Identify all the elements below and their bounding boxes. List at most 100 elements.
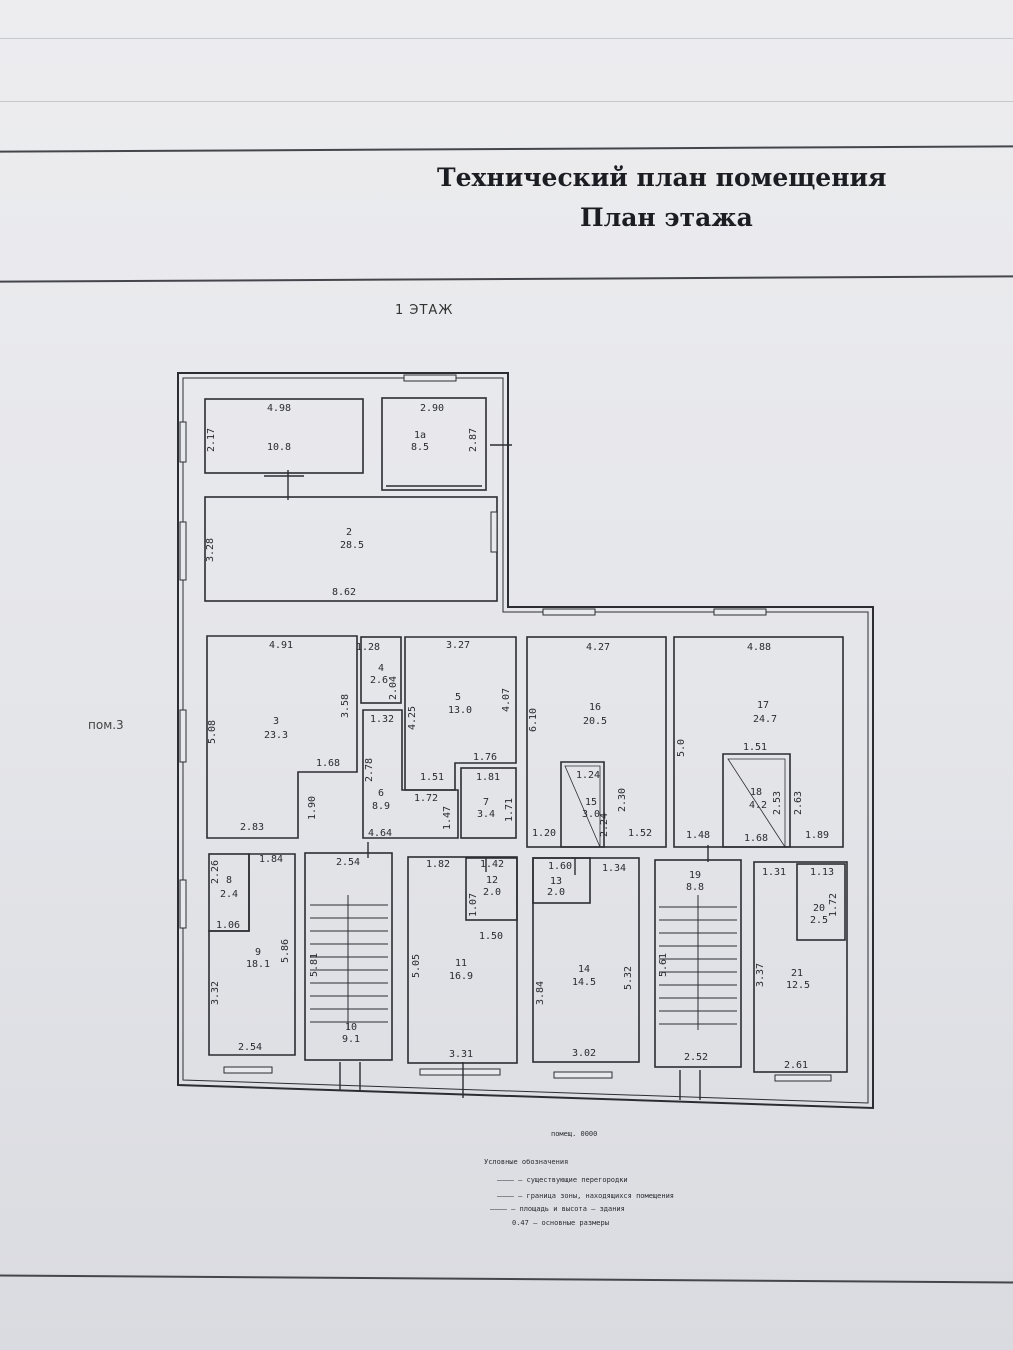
dim-label: 3.58	[340, 694, 351, 718]
dim-label: 2.54	[336, 857, 360, 868]
dim-label: 1.51	[743, 742, 767, 753]
room-number: 15	[585, 797, 597, 808]
room-number: 17	[757, 700, 769, 711]
side-label: пом.3	[88, 718, 124, 732]
room-area: 3.0	[582, 809, 600, 820]
legend-item: 0.47 — основные размеры	[512, 1219, 609, 1227]
room-area: 13.0	[448, 705, 472, 716]
dim-label: 2.90	[420, 403, 444, 414]
dim-label: 1.47	[442, 806, 453, 830]
dim-label: 1.52	[628, 828, 652, 839]
room-area: 8.8	[686, 882, 704, 893]
room-6-outline	[362, 709, 459, 839]
room-18-outline	[722, 753, 791, 848]
room-stair-1-outline	[304, 852, 393, 1061]
dim-label: 2.83	[240, 822, 264, 833]
legend-heading: Условные обозначения	[484, 1158, 568, 1166]
dim-label: 5.0	[676, 739, 687, 757]
dim-label: 3.27	[446, 640, 470, 651]
dim-label: 1.81	[476, 772, 500, 783]
dim-label: 2.04	[388, 676, 399, 700]
legend-item: ———— — граница зоны, находящихся помещен…	[497, 1192, 674, 1200]
dim-label: 4.98	[267, 403, 291, 414]
dim-label: 3.37	[755, 963, 766, 987]
stairs-2	[659, 895, 737, 1030]
room-area: 4.2	[749, 800, 767, 811]
legend-item: ———— — площадь и высота — здания	[490, 1205, 625, 1213]
dim-label: 2.61	[784, 1060, 808, 1071]
dim-label: 2.54	[238, 1042, 262, 1053]
dim-label: 1.71	[504, 798, 515, 822]
room-number: 14	[578, 964, 590, 975]
ghost-rule	[0, 38, 1013, 39]
dim-label: 4.07	[501, 688, 512, 712]
dim-label: 2.24	[599, 813, 610, 837]
room-number: 19	[689, 870, 701, 881]
dim-label: 4.88	[747, 642, 771, 653]
dim-label: 1.42	[480, 859, 504, 870]
dim-label: 6.10	[528, 708, 539, 732]
room-area: 16.9	[449, 971, 473, 982]
dim-label: 5.05	[411, 954, 422, 978]
room-number: 9	[255, 947, 261, 958]
dim-label: 1.31	[762, 867, 786, 878]
room-number: 7	[483, 797, 489, 808]
dim-label: 1.76	[473, 752, 497, 763]
room-15-outline	[560, 761, 605, 848]
room-number: 11	[455, 958, 467, 969]
dim-label: 1.90	[307, 796, 318, 820]
room-number: 8	[226, 875, 232, 886]
room-21-outline	[753, 861, 848, 1073]
dim-label: 1.84	[259, 854, 283, 865]
room-18-inner	[727, 758, 786, 849]
room-area: 14.5	[572, 977, 596, 988]
room-5-outline	[404, 636, 517, 791]
dim-label: 2.53	[772, 791, 783, 815]
room-area: 2.0	[547, 887, 565, 898]
room-number: 21	[791, 968, 803, 979]
room-area: 8.5	[411, 442, 429, 453]
room-area: 20.5	[583, 716, 607, 727]
room-number: 1а	[414, 430, 426, 441]
room-number: 16	[589, 702, 601, 713]
dim-label: 3.32	[210, 981, 221, 1005]
vertical-dims: 2.17 2.87 3.28 5.08 1.90 3.58 2.04 4.07 …	[205, 428, 839, 1005]
dim-label: 1.13	[810, 867, 834, 878]
dim-label: 5.08	[207, 720, 218, 744]
room-area: 2.0	[483, 887, 501, 898]
room-area: 12.5	[786, 980, 810, 991]
legend-item: ———— — существующие перегородки	[497, 1176, 628, 1184]
dim-label: 1.24	[576, 770, 600, 781]
dim-label: 1.68	[316, 758, 340, 769]
room-area: 24.7	[753, 714, 777, 725]
dim-label: 1.60	[548, 861, 572, 872]
room-9-outline	[208, 853, 296, 1056]
room-area: 23.3	[264, 730, 288, 741]
room-4-outline	[360, 636, 402, 704]
dim-label: 3.28	[205, 538, 216, 562]
room-top-right-outline	[381, 397, 487, 491]
dim-label: 4.25	[407, 706, 418, 730]
room-number: 6	[378, 788, 384, 799]
stairs-1	[310, 895, 388, 1030]
room-area: 10.8	[267, 442, 291, 453]
dim-label: 4.91	[269, 640, 293, 651]
dim-label: 1.51	[420, 772, 444, 783]
room-7-outline	[460, 767, 517, 839]
room-area: 18.1	[246, 959, 270, 970]
room-12-outline	[465, 857, 518, 921]
dim-label: 3.31	[449, 1049, 473, 1060]
room-20-outline	[796, 863, 846, 941]
room-3-outline	[206, 635, 358, 839]
room-area: 2.6	[370, 675, 388, 686]
room-top-left-outline	[204, 398, 364, 474]
room-number: 20	[813, 903, 825, 914]
legend: помещ. 0000 Условные обозначения ———— — …	[484, 1130, 674, 1227]
dim-label: 1.72	[414, 793, 438, 804]
dim-label: 4.64	[368, 828, 392, 839]
room-15-inner	[564, 765, 601, 848]
room-number: 2	[346, 527, 352, 538]
room-number: 10	[345, 1022, 357, 1033]
room-number: 5	[455, 692, 461, 703]
